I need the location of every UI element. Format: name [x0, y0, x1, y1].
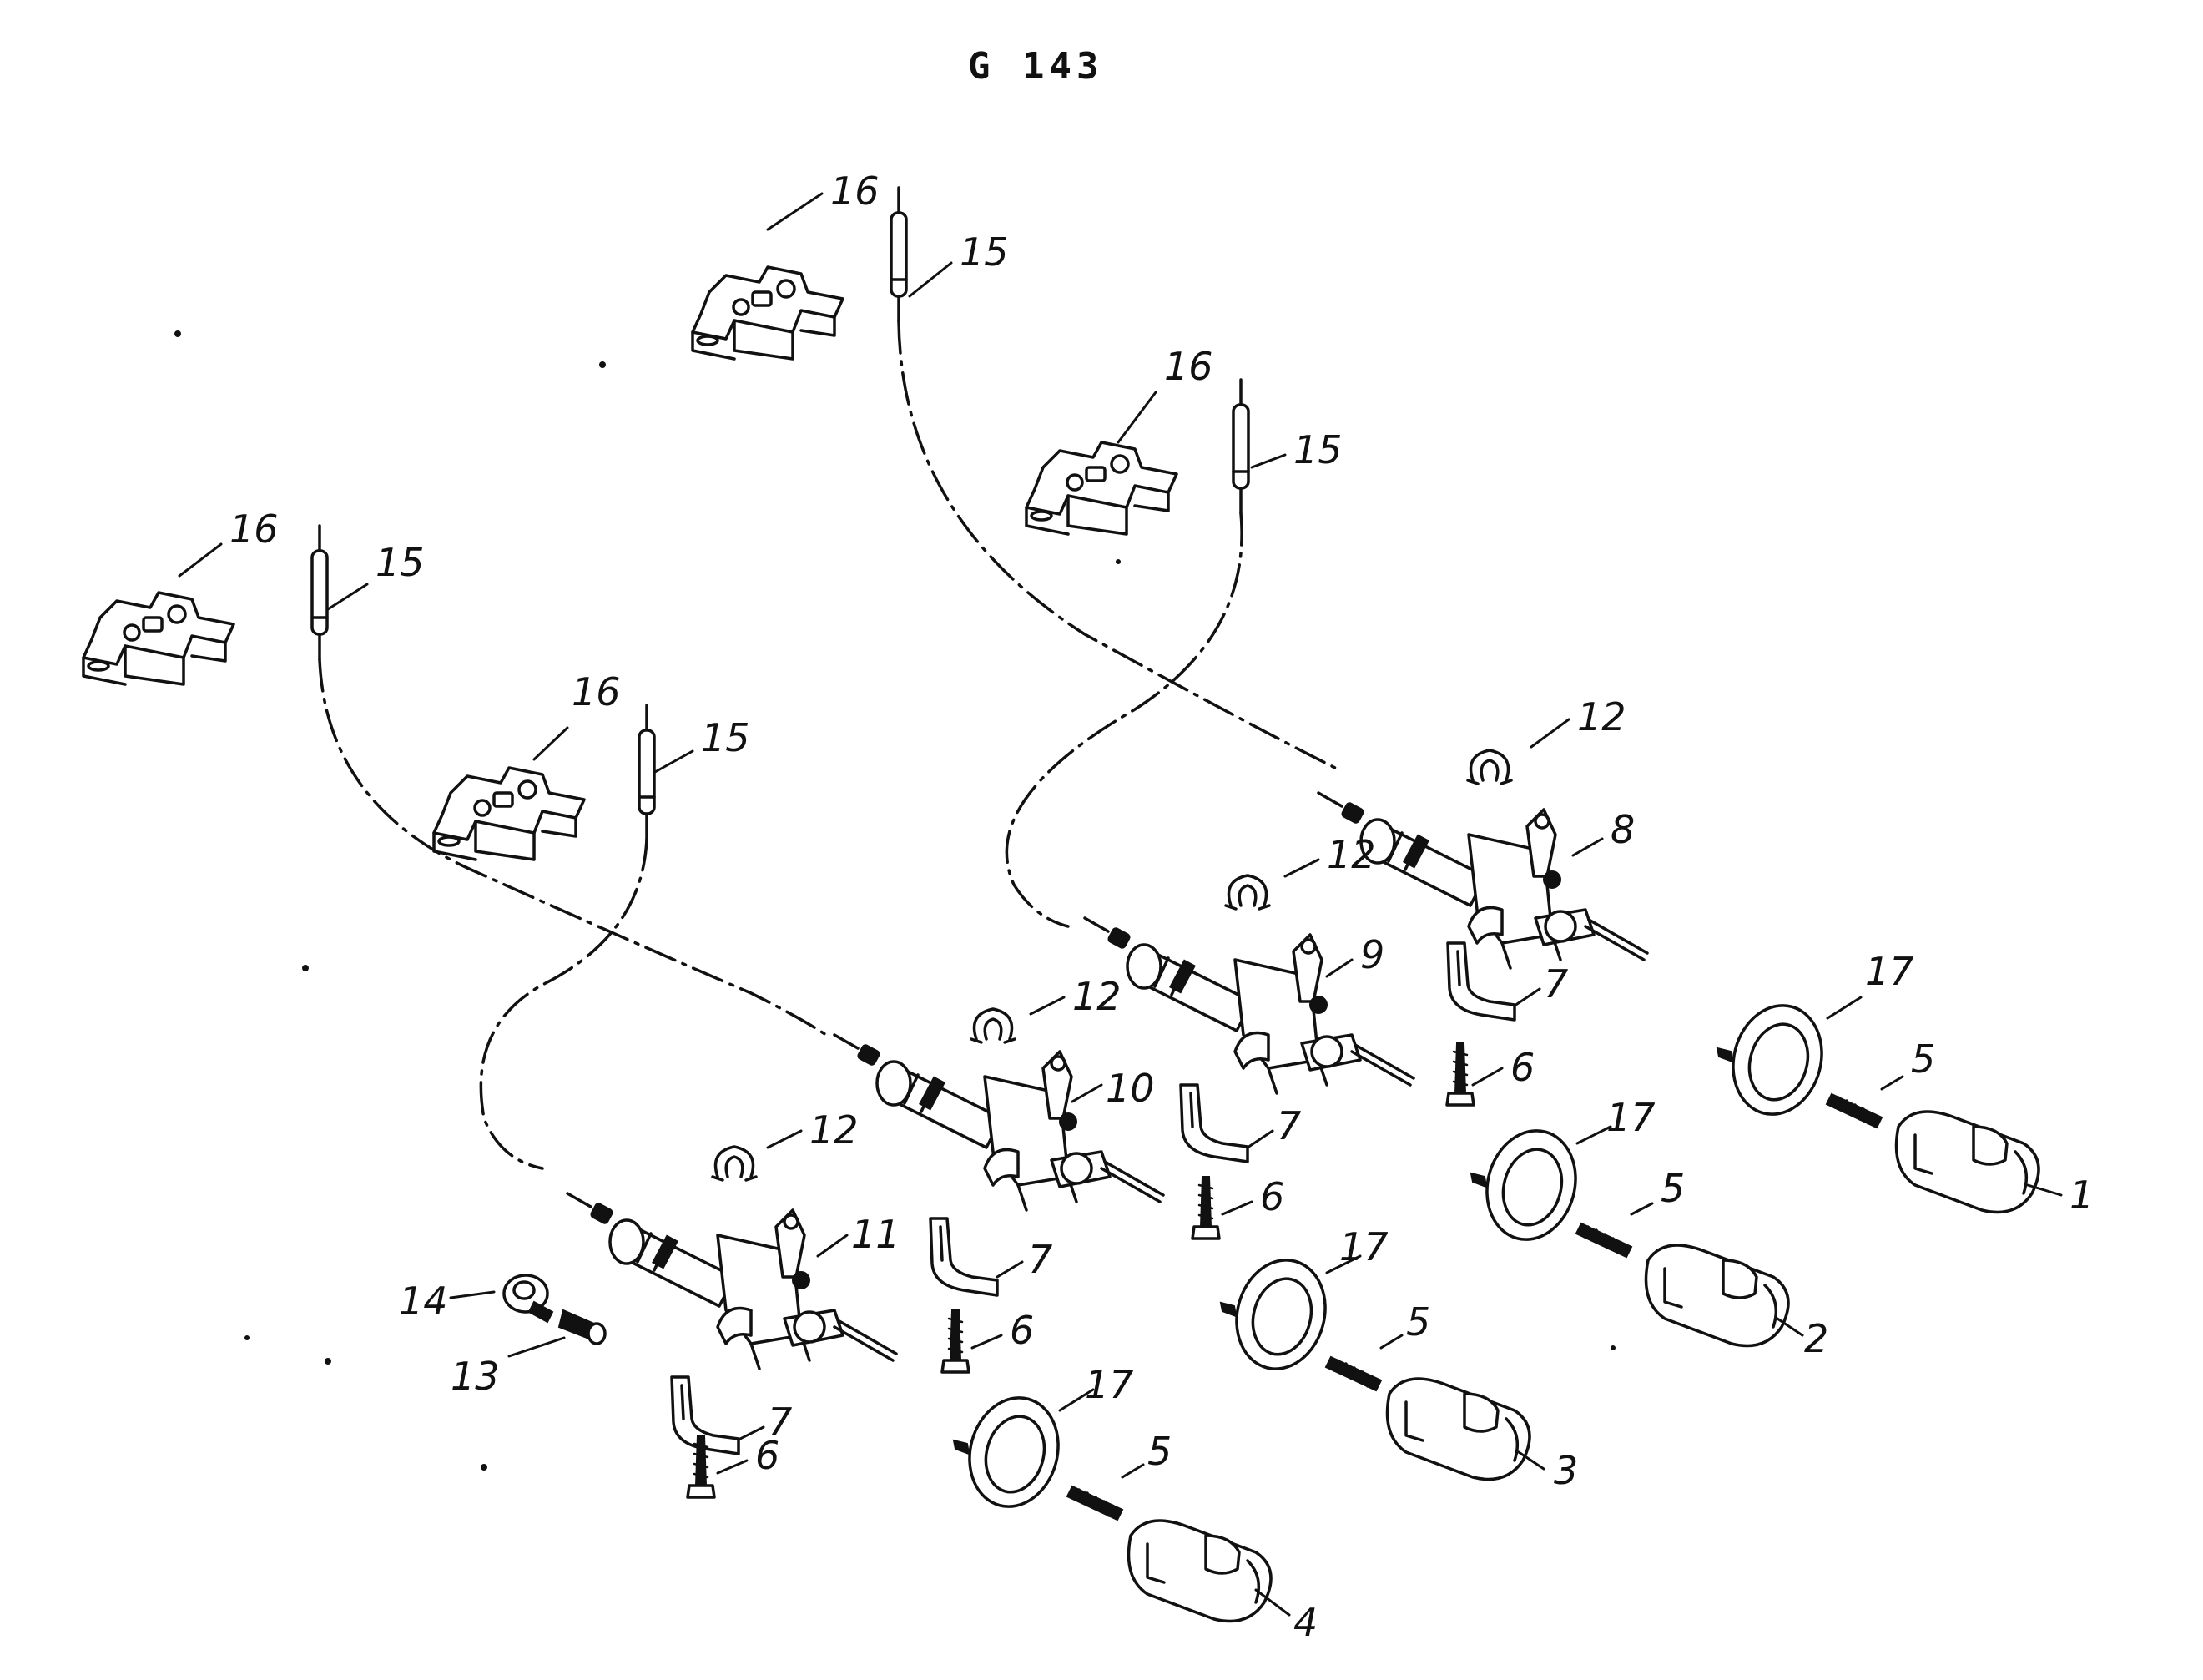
callout-5-b: 5: [1661, 1166, 1685, 1211]
scan-specks: [174, 330, 1616, 1471]
callout-7-a: 7: [1544, 961, 1568, 1006]
callout-6-b: 6: [1260, 1174, 1284, 1219]
spring-5-d: [1066, 1485, 1124, 1521]
sensor-bulb-15-left: [310, 524, 329, 661]
bracket-16-top: [691, 265, 844, 361]
gas-valve-11: [566, 1192, 898, 1370]
callout-7-c: 7: [1028, 1237, 1052, 1282]
control-knob-4: [1127, 1519, 1273, 1623]
sleeve-13: [557, 1309, 607, 1345]
sensor-bulb-15-top: [890, 186, 908, 323]
callout-5-a: 5: [1911, 1037, 1935, 1082]
leader-lines: [178, 192, 2063, 1617]
bracket-16-mid-left: [432, 766, 586, 861]
screw-6-c: [940, 1309, 970, 1374]
spring-5-a: [1825, 1092, 1883, 1129]
control-knob-2: [1644, 1244, 1790, 1348]
spring-clip-12-d: [711, 1145, 758, 1182]
callout-6-a: 6: [1510, 1045, 1535, 1090]
trim-ring-17-a: [1716, 994, 1836, 1126]
callout-2: 2: [1804, 1316, 1828, 1361]
trim-ring-17-c: [1219, 1249, 1339, 1380]
bracket-16-mid-right: [1025, 441, 1178, 536]
screw-6-b: [1191, 1175, 1221, 1240]
callout-12-d: 12: [809, 1107, 859, 1153]
callout-14: 14: [399, 1279, 448, 1324]
callout-9: 9: [1360, 932, 1384, 977]
spring-5-c: [1324, 1355, 1383, 1392]
callout-3: 3: [1554, 1448, 1578, 1493]
trim-ring-17-b: [1470, 1119, 1590, 1251]
spring-clip-12-b: [1224, 874, 1271, 911]
callout-5-c: 5: [1406, 1299, 1430, 1345]
control-knob-3: [1385, 1377, 1531, 1481]
spring-5-b: [1575, 1222, 1633, 1259]
spring-clip-12-a: [1466, 749, 1513, 785]
callout-12-b: 12: [1327, 832, 1376, 877]
callout-17-a: 17: [1865, 949, 1914, 994]
callout-7-b: 7: [1277, 1103, 1301, 1148]
callout-15-b: 15: [1293, 427, 1343, 472]
callout-16-a: 16: [830, 169, 880, 214]
callout-12-a: 12: [1577, 694, 1626, 739]
callout-17-b: 17: [1606, 1095, 1656, 1140]
screw-6-a: [1445, 1042, 1475, 1107]
callout-16-d: 16: [572, 669, 621, 714]
sensor-bulb-15-mid-left: [638, 704, 656, 840]
callout-15-c: 15: [376, 540, 425, 585]
l-bracket-7-c: [929, 1217, 999, 1297]
control-knob-1: [1894, 1110, 2040, 1214]
capillary-tubes: [318, 320, 1337, 1170]
callout-15-a: 15: [960, 230, 1009, 275]
callout-8: 8: [1611, 807, 1635, 852]
gas-valve-10: [833, 1033, 1165, 1212]
callout-6-d: 6: [755, 1433, 779, 1478]
callout-4: 4: [1293, 1600, 1318, 1645]
callout-17-c: 17: [1339, 1224, 1389, 1269]
callout-17-d: 17: [1085, 1362, 1134, 1407]
callout-11: 11: [851, 1212, 900, 1257]
bracket-16-left: [82, 591, 235, 686]
callout-15-d: 15: [701, 715, 750, 760]
callout-16-b: 16: [1164, 344, 1213, 389]
page-title: G 143: [968, 45, 1103, 88]
nut-14: [502, 1274, 554, 1324]
callout-1: 1: [2069, 1173, 2094, 1218]
callout-10: 10: [1106, 1066, 1155, 1111]
trim-ring-17-d: [952, 1386, 1072, 1518]
callout-12-c: 12: [1072, 974, 1122, 1019]
callout-5-d: 5: [1147, 1429, 1172, 1474]
l-bracket-7-b: [1179, 1083, 1249, 1163]
spring-clip-12-c: [970, 1007, 1016, 1044]
callout-13: 13: [451, 1354, 500, 1399]
sensor-bulb-15-mid-right: [1232, 378, 1250, 515]
callout-7-d: 7: [768, 1400, 792, 1445]
callout-labels: 1 2 3 4 5 5 5 5 6 6 6 6 7 7 7 7 8 9 10 1…: [229, 169, 2094, 1645]
callout-6-c: 6: [1010, 1308, 1034, 1353]
callout-16-c: 16: [229, 507, 279, 552]
